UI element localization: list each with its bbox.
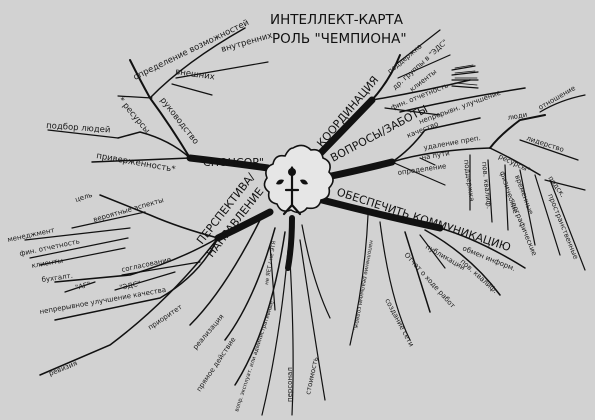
trunk-communication bbox=[318, 196, 444, 232]
trunk-bottom bbox=[285, 215, 295, 271]
communication-item: наполнение реальным содерж. bbox=[352, 240, 374, 331]
sponsor-item: внешних bbox=[175, 67, 216, 82]
perspective-item: фин. отчетность bbox=[19, 237, 81, 258]
bottom-item: стоимость bbox=[304, 356, 320, 395]
perspective-item: вероятные аспекты bbox=[92, 196, 164, 224]
questions-item: пов. квалиф. bbox=[480, 161, 493, 209]
communication-item: создание сети bbox=[383, 297, 415, 348]
title-line2: РОЛЬ "ЧЕМПИОНА" bbox=[272, 31, 407, 47]
trunk-sponsor bbox=[186, 154, 272, 172]
bottom-item: приоритет bbox=[147, 303, 184, 332]
questions-item: люди bbox=[507, 111, 528, 122]
tiny-notes bbox=[454, 64, 478, 86]
perspective-item: клиенты bbox=[31, 257, 64, 270]
sponsor-item: подбор людей bbox=[46, 121, 111, 135]
questions-item: поддержка bbox=[462, 159, 476, 202]
sponsor-item: приверженность* bbox=[95, 151, 176, 175]
questions-item: географические bbox=[508, 198, 538, 257]
bottom-item: персонал bbox=[286, 367, 294, 402]
title-line1: ИНТЕЛЛЕКТ-КАРТА bbox=[270, 12, 404, 28]
center-emblem bbox=[263, 144, 334, 216]
perspective-item: ревизия bbox=[48, 359, 79, 378]
trunk-perspective bbox=[214, 208, 274, 242]
perspective-item: цель bbox=[74, 191, 93, 204]
branch-lines bbox=[24, 27, 586, 416]
label-sponsor: "СПОНСОР" bbox=[198, 156, 264, 169]
perspective-item: менеджмент bbox=[7, 226, 55, 244]
sponsor-item: * ресурсы bbox=[116, 96, 152, 136]
perspective-item: "АГ" bbox=[75, 280, 92, 292]
